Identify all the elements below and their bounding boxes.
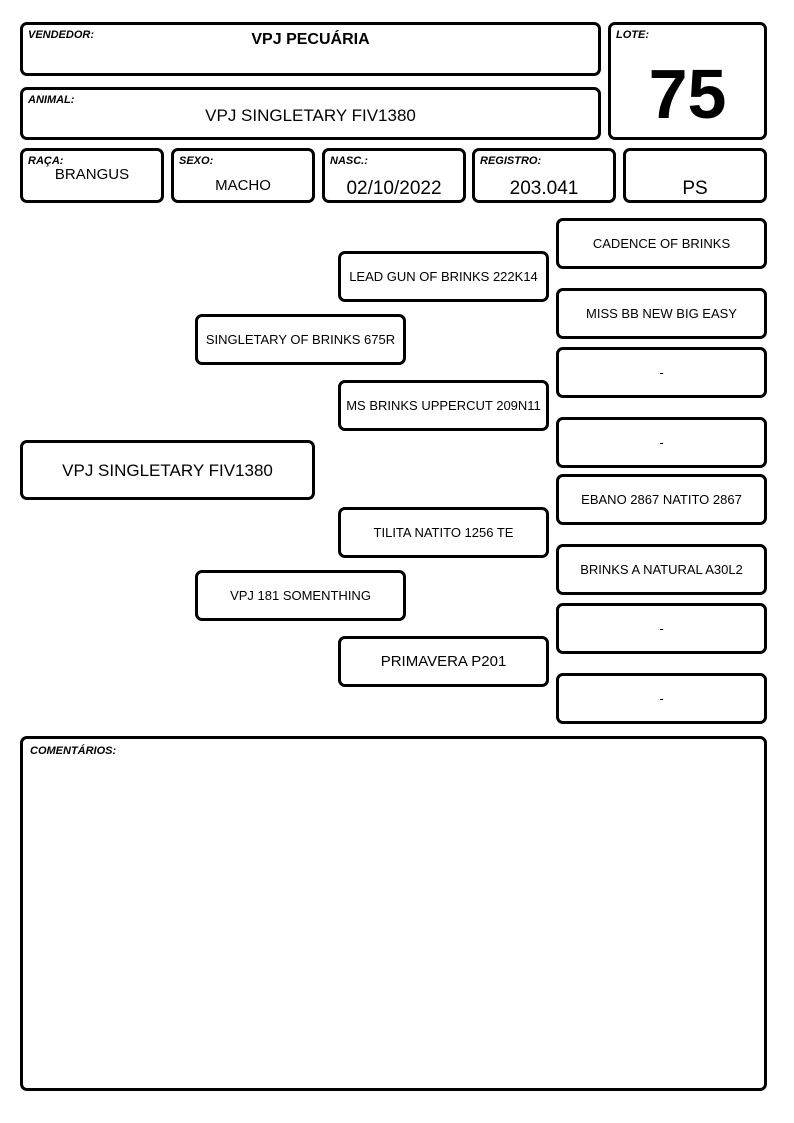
raca-label: RAÇA: <box>28 155 64 167</box>
pedigree-dam-dam: PRIMAVERA P201 <box>338 636 549 687</box>
comentarios-text[interactable] <box>31 763 756 1080</box>
pedigree-sdd: - <box>556 417 767 468</box>
vendedor-value: VPJ PECUÁRIA <box>251 31 370 48</box>
raca-value: BRANGUS <box>54 166 130 183</box>
raca-box: RAÇA: BRANGUS <box>20 148 164 203</box>
pedigree-dss: EBANO 2867 NATITO 2867 <box>556 474 767 525</box>
pedigree-sds: - <box>556 347 767 398</box>
lote-box: LOTE: 75 <box>608 22 767 140</box>
pedigree-sire-sire: LEAD GUN OF BRINKS 222K14 <box>338 251 549 302</box>
comentarios-box[interactable]: COMENTÁRIOS: <box>20 736 767 1091</box>
pedigree-ddd: - <box>556 673 767 724</box>
lote-value: 75 <box>648 55 727 133</box>
pedigree-sss: CADENCE OF BRINKS <box>556 218 767 269</box>
pedigree-dds: - <box>556 603 767 654</box>
animal-label: ANIMAL: <box>28 94 75 106</box>
registro-label: REGISTRO: <box>480 155 542 167</box>
sexo-box: SEXO: MACHO <box>171 148 315 203</box>
pedigree-ssd: MISS BB NEW BIG EASY <box>556 288 767 339</box>
vendedor-box: VENDEDOR: VPJ PECUÁRIA <box>20 22 601 76</box>
sexo-label: SEXO: <box>179 155 214 167</box>
pedigree-animal: VPJ SINGLETARY FIV1380 <box>20 440 315 500</box>
nasc-label: NASC.: <box>330 155 368 167</box>
animal-value: VPJ SINGLETARY FIV1380 <box>205 106 416 125</box>
lote-label: LOTE: <box>616 29 649 41</box>
registro-box: REGISTRO: 203.041 <box>472 148 616 203</box>
pedigree-dam-sire: TILITA NATITO 1256 TE <box>338 507 549 558</box>
pedigree-sire-dam: MS BRINKS UPPERCUT 209N11 <box>338 380 549 431</box>
nasc-value: 02/10/2022 <box>346 178 442 199</box>
vendedor-label: VENDEDOR: <box>28 29 95 41</box>
registro-value: 203.041 <box>509 178 579 199</box>
comentarios-label: COMENTÁRIOS: <box>30 745 117 757</box>
nasc-box: NASC.: 02/10/2022 <box>322 148 466 203</box>
pedigree-dsd: BRINKS A NATURAL A30L2 <box>556 544 767 595</box>
categoria-box: PS <box>623 148 767 203</box>
sexo-value: MACHO <box>215 177 271 194</box>
pedigree-dam: VPJ 181 SOMENTHING <box>195 570 406 621</box>
animal-box: ANIMAL: VPJ SINGLETARY FIV1380 <box>20 87 601 140</box>
categoria-value: PS <box>682 178 708 199</box>
pedigree-sire: SINGLETARY OF BRINKS 675R <box>195 314 406 365</box>
